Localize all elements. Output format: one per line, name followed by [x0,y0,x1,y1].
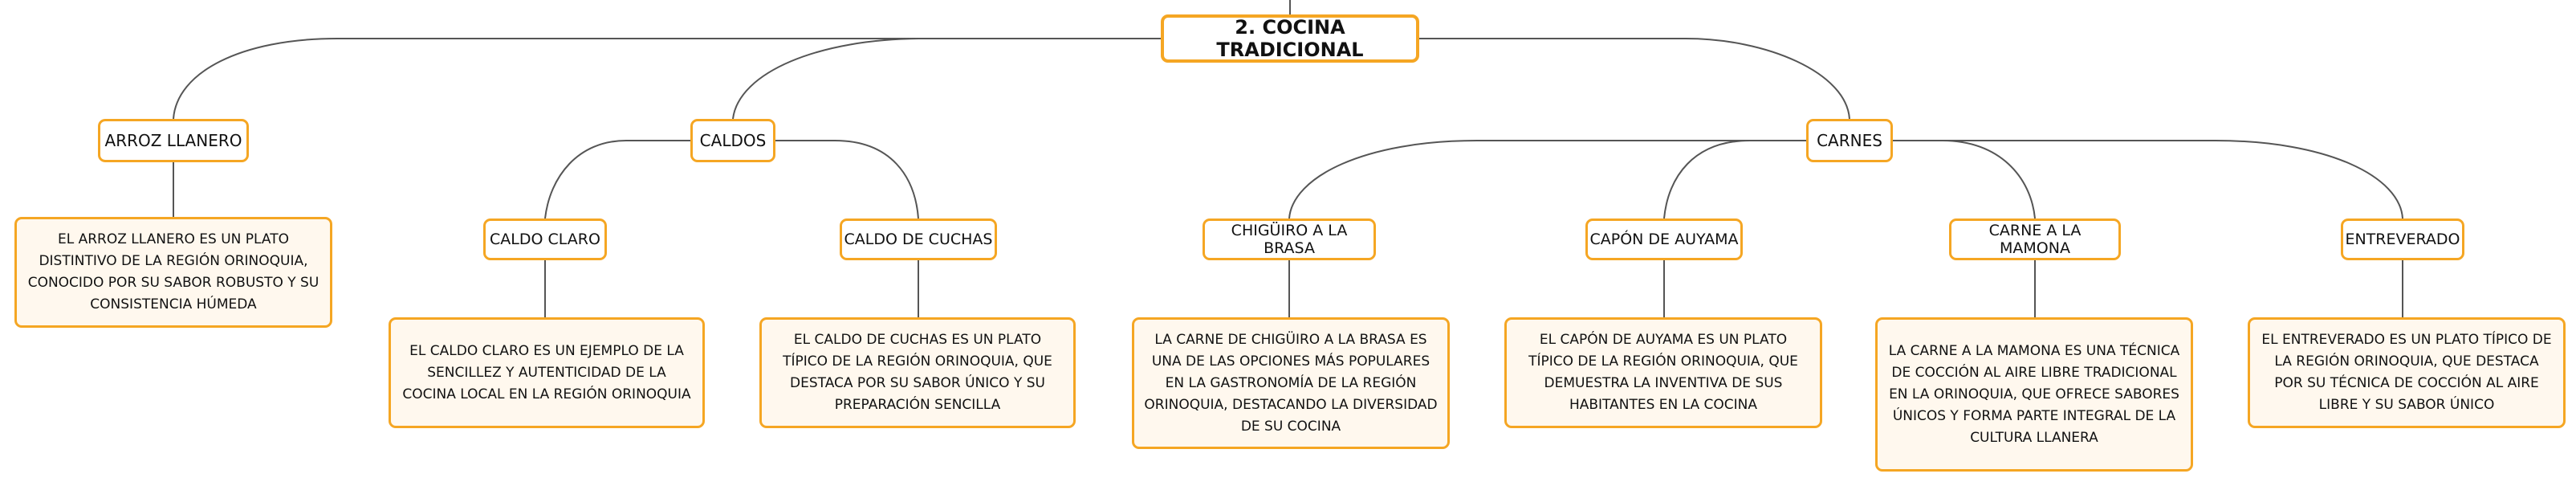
node-chiguiro-a-la-brasa[interactable]: CHIGÜIRO A LA BRASA [1203,218,1376,260]
node-carne-a-la-mamona[interactable]: CARNE A LA MAMONA [1949,218,2121,260]
root-node-cocina-tradicional[interactable]: 2. COCINA TRADICIONAL [1161,14,1419,63]
node-caldo-claro[interactable]: CALDO CLARO [483,218,607,260]
node-caldos-label: CALDOS [699,131,767,150]
description-arroz-llanero[interactable]: EL ARROZ LLANERO ES UN PLATO DISTINTIVO … [14,217,332,328]
description-carne-a-la-mamona-text: LA CARNE A LA MAMONA ES UNA TÉCNICA DE C… [1888,342,2180,446]
node-capon-de-auyama[interactable]: CAPÓN DE AUYAMA [1585,218,1743,260]
description-caldo-de-cuchas[interactable]: EL CALDO DE CUCHAS ES UN PLATO TÍPICO DE… [759,317,1076,428]
description-capon-de-auyama-text: EL CAPÓN DE AUYAMA ES UN PLATO TÍPICO DE… [1528,332,1798,413]
description-caldo-de-cuchas-text: EL CALDO DE CUCHAS ES UN PLATO TÍPICO DE… [783,332,1052,413]
description-chiguiro-a-la-brasa[interactable]: LA CARNE DE CHIGÜIRO A LA BRASA ES UNA D… [1132,317,1450,449]
connector-carnes-capon [1663,140,1806,219]
node-caldo-claro-label: CALDO CLARO [490,231,600,248]
description-entreverado-text: EL ENTREVERADO ES UN PLATO TÍPICO DE LA … [2261,332,2552,413]
node-arroz-llanero-label: ARROZ LLANERO [104,131,242,150]
node-carnes[interactable]: CARNES [1806,119,1893,162]
connector-root-caldos [732,38,1161,120]
node-entreverado-label: ENTREVERADO [2345,231,2460,248]
connector-carnes-mamona [1893,140,2036,219]
node-carnes-label: CARNES [1817,131,1882,150]
connector-root-arroz [173,38,1161,120]
description-caldo-claro-text: EL CALDO CLARO ES UN EJEMPLO DE LA SENCI… [402,342,691,402]
node-caldo-de-cuchas[interactable]: CALDO DE CUCHAS [840,218,997,260]
connector-root-carnes [1419,38,1850,120]
connector-carnes-entreverado [1893,140,2403,219]
node-caldos[interactable]: CALDOS [690,119,775,162]
connector-caldos-cuchas [775,140,919,219]
root-node-label: 2. COCINA TRADICIONAL [1216,16,1364,61]
node-entreverado[interactable]: ENTREVERADO [2341,218,2464,260]
description-chiguiro-a-la-brasa-text: LA CARNE DE CHIGÜIRO A LA BRASA ES UNA D… [1144,331,1438,435]
description-capon-de-auyama[interactable]: EL CAPÓN DE AUYAMA ES UN PLATO TÍPICO DE… [1504,317,1822,428]
connector-caldos-claro [544,140,690,219]
node-capon-de-auyama-label: CAPÓN DE AUYAMA [1589,231,1739,248]
description-arroz-llanero-text: EL ARROZ LLANERO ES UN PLATO DISTINTIVO … [27,231,319,312]
description-carne-a-la-mamona[interactable]: LA CARNE A LA MAMONA ES UNA TÉCNICA DE C… [1875,317,2193,472]
node-chiguiro-a-la-brasa-label: CHIGÜIRO A LA BRASA [1231,222,1348,257]
description-caldo-claro[interactable]: EL CALDO CLARO ES UN EJEMPLO DE LA SENCI… [389,317,705,428]
description-entreverado[interactable]: EL ENTREVERADO ES UN PLATO TÍPICO DE LA … [2248,317,2566,428]
connector-carnes-chiguiro [1288,140,1806,219]
node-caldo-de-cuchas-label: CALDO DE CUCHAS [844,231,993,248]
node-arroz-llanero[interactable]: ARROZ LLANERO [98,119,249,162]
node-carne-a-la-mamona-label: CARNE A LA MAMONA [1988,222,2082,257]
